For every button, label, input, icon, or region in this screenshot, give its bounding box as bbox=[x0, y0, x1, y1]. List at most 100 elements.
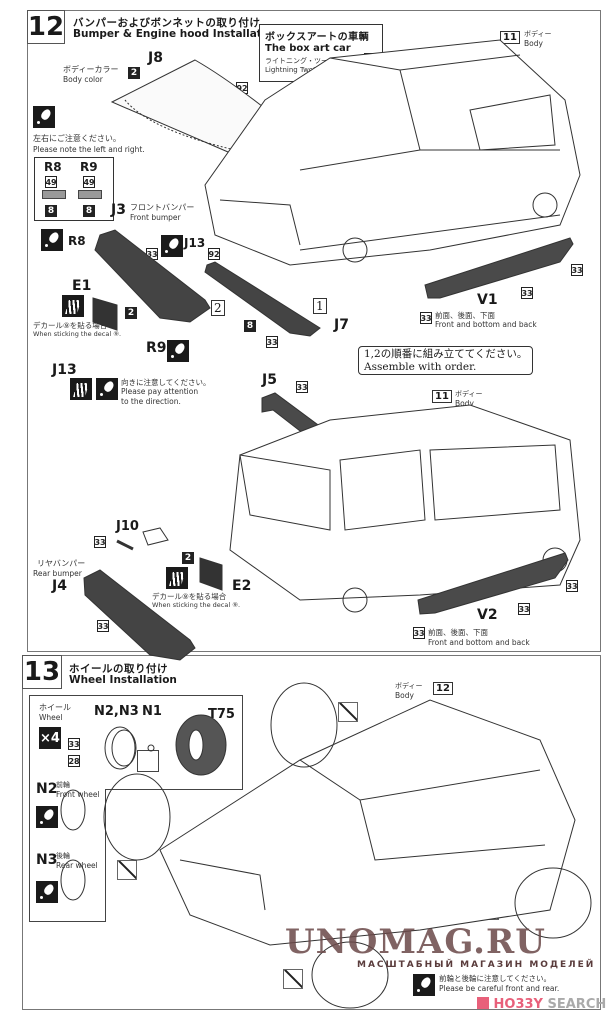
part-j3-label: J3 bbox=[111, 202, 126, 218]
no-glue-icon bbox=[338, 702, 358, 722]
side-skirt-v1-drawing bbox=[424, 237, 574, 299]
paint-icon bbox=[36, 881, 58, 903]
j10-drawing bbox=[116, 539, 134, 551]
v2-note-jp: 前面、後面、下面 bbox=[428, 628, 488, 637]
e1-color-code: 2 bbox=[125, 307, 137, 319]
note-lr-en: Please note the left and right. bbox=[33, 145, 145, 154]
rear-bumper-drawing bbox=[83, 569, 196, 661]
j13-glue-code: 92 bbox=[208, 248, 220, 260]
light-r9-top-code: 49 bbox=[83, 176, 95, 188]
decal-icon bbox=[62, 295, 84, 317]
box-art-scheme-en: Lightning Twoton bbox=[265, 66, 325, 74]
part-n3-label: N3 bbox=[36, 852, 58, 868]
wheel-label-jp: ホイール bbox=[39, 703, 71, 712]
watermark-unomag: UNOMAG.RU bbox=[285, 922, 546, 962]
part-v1-label: V1 bbox=[477, 292, 498, 308]
rear-bumper-code: 33 bbox=[97, 620, 109, 632]
car-wheels-drawing bbox=[103, 682, 592, 1009]
v2-note-en: Front and bottom and back bbox=[428, 638, 530, 647]
wheel-label-en: Wheel bbox=[39, 713, 63, 722]
decal-note2-en: When sticking the decal ⑨. bbox=[152, 601, 241, 609]
side-skirt-v2-drawing bbox=[417, 552, 569, 615]
body-ref3-jp: ボディー bbox=[395, 682, 423, 690]
e1-plate-drawing bbox=[92, 297, 118, 331]
hood-color-jp: ボディーカラー bbox=[63, 65, 119, 74]
part-j5-label: J5 bbox=[262, 372, 277, 388]
v1-note-jp: 前面、後面、下面 bbox=[435, 311, 495, 320]
order-note-jp: 1,2の順番に組み立ててください。 bbox=[364, 348, 528, 360]
step-12-number: 12 bbox=[27, 10, 65, 44]
part-j8-label: J8 bbox=[148, 50, 163, 66]
part-t75-label: T75 bbox=[208, 707, 235, 722]
box-art-title-en: The box art car bbox=[265, 43, 351, 54]
v1-code-c: 33 bbox=[420, 312, 432, 324]
paint-icon bbox=[161, 235, 183, 257]
j13-note-en-1: Please pay attention bbox=[121, 387, 199, 396]
decal-note-jp: デカール⑨を貼る場合 bbox=[33, 321, 108, 330]
paint-icon bbox=[96, 378, 118, 400]
step-12-frame bbox=[27, 10, 601, 652]
care-note-jp: 前輪と後輪に注意してください。 bbox=[439, 974, 552, 983]
car-rear-drawing bbox=[229, 404, 581, 613]
paint-icon bbox=[33, 106, 55, 128]
paint-icon bbox=[167, 340, 189, 362]
step-12-title-en: Bumper & Engine hood Installation bbox=[73, 28, 281, 40]
car-front-drawing bbox=[204, 39, 581, 266]
rim-drawing bbox=[104, 726, 136, 770]
assembly-order-note: 1,2の順番に組み立ててください。 Assemble with order. bbox=[358, 346, 534, 376]
hood-color-code: 2 bbox=[128, 67, 140, 79]
j10-code: 33 bbox=[94, 536, 106, 548]
body-ref-number: 11 bbox=[500, 31, 520, 44]
part-j7-label: J7 bbox=[334, 317, 349, 333]
lip-code-33: 33 bbox=[266, 336, 278, 348]
e2-plate-drawing bbox=[199, 557, 223, 591]
v1-note-en: Front and bottom and back bbox=[435, 320, 537, 329]
body-ref3-number: 12 bbox=[433, 682, 453, 695]
cap-n1-drawing bbox=[147, 744, 155, 752]
front-bumper-jp: フロントバンパー bbox=[130, 203, 195, 212]
hobby-search-brand-b: SEARCH bbox=[547, 997, 607, 1012]
note-lr-jp: 左右にご注意ください。 bbox=[33, 134, 121, 143]
part-e2-label: E2 bbox=[232, 578, 252, 594]
no-glue-icon bbox=[137, 750, 159, 772]
decal-icon bbox=[166, 567, 188, 589]
part-n2n3-label: N2,N3 bbox=[94, 704, 139, 719]
rear-wheel-en: Rear wheel bbox=[56, 861, 98, 870]
light-r8-top-code: 49 bbox=[45, 176, 57, 188]
lights-panel bbox=[34, 157, 114, 221]
spoiler-code: 33 bbox=[296, 381, 308, 393]
paint-icon bbox=[36, 806, 58, 828]
order-marker-2: 2 bbox=[211, 300, 225, 316]
e2-color-code: 2 bbox=[182, 552, 194, 564]
step-13-number: 13 bbox=[22, 655, 62, 689]
paint-icon bbox=[413, 974, 435, 996]
hood-color-en: Body color bbox=[63, 75, 103, 84]
part-r9-label: R9 bbox=[146, 340, 167, 356]
light-r8-bottom-code: 8 bbox=[45, 205, 57, 217]
decal-note2-jp: デカール⑨を貼る場合 bbox=[152, 592, 227, 601]
body-ref2-number: 11 bbox=[432, 390, 452, 403]
front-bumper-drawing bbox=[94, 229, 211, 323]
quantity-badge: ×4 bbox=[39, 727, 61, 749]
light-r9-bottom-code: 8 bbox=[83, 205, 95, 217]
part-j10-label: J10 bbox=[116, 519, 139, 534]
part-j13-note-label: J13 bbox=[52, 362, 77, 378]
light-r9-lens bbox=[78, 190, 102, 199]
order-note-en: Assemble with order. bbox=[364, 360, 477, 373]
body-ref-en: Body bbox=[524, 39, 543, 48]
step-12-title-jp: バンパーおよびボンネットの取り付け bbox=[73, 17, 261, 29]
part-n2-label: N2 bbox=[36, 781, 58, 797]
box-art-scheme-jp: ライトニング・ツートン bbox=[265, 57, 342, 65]
front-bumper-en: Front bumper bbox=[130, 213, 181, 222]
rear-bumper-en: Rear bumper bbox=[33, 569, 82, 578]
v2-code-c: 33 bbox=[413, 627, 425, 639]
v1-code-b: 33 bbox=[521, 287, 533, 299]
no-glue-icon bbox=[117, 860, 137, 880]
light-r8-lens bbox=[42, 190, 66, 199]
no-glue-icon bbox=[283, 969, 303, 989]
rear-bumper-jp: リヤバンパー bbox=[37, 559, 86, 568]
hobby-search-icon bbox=[477, 997, 489, 1009]
part-v2-label: V2 bbox=[477, 607, 498, 623]
light-r8-label: R8 bbox=[44, 160, 62, 174]
care-note-en: Please be careful front and rear. bbox=[439, 984, 560, 993]
